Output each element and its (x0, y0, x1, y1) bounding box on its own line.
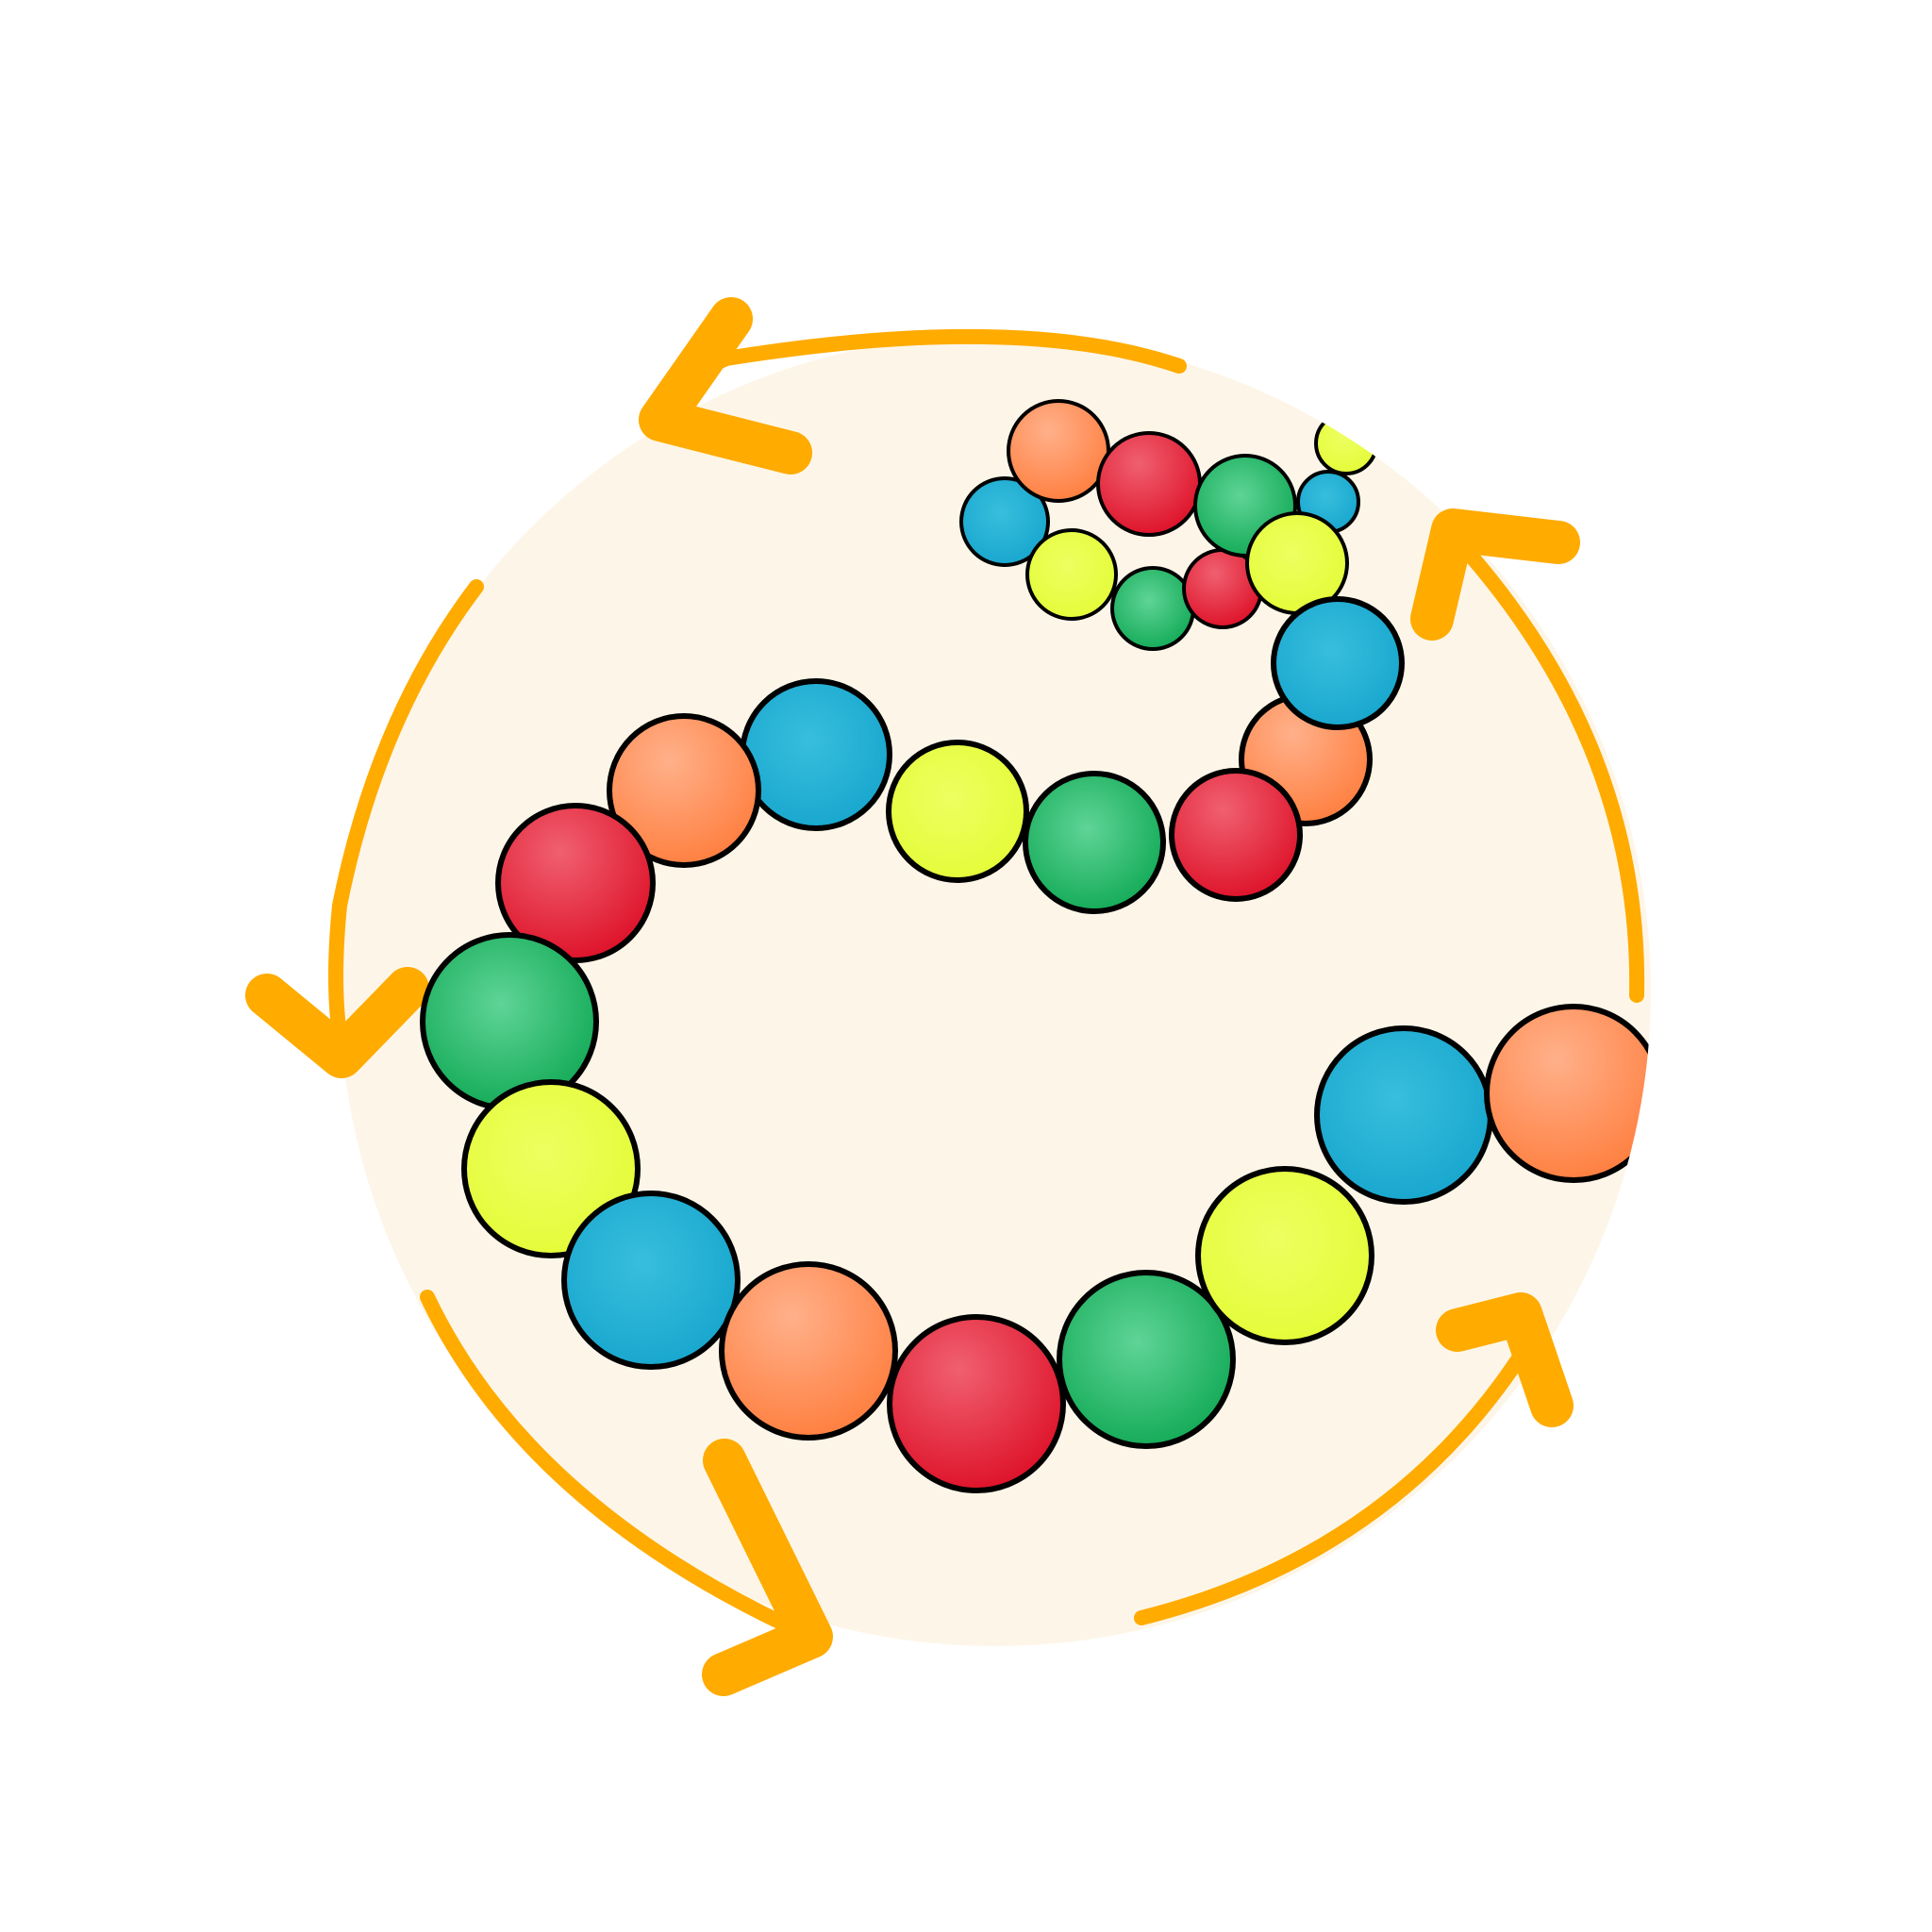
bead-blue (1271, 596, 1405, 730)
arrow-arc (328, 579, 484, 1069)
cycle-arrows (245, 297, 1645, 1696)
bead-blue (959, 476, 1050, 567)
bead-strand (420, 596, 1651, 1493)
bead-red (1169, 768, 1303, 902)
cycle-arrow (245, 579, 484, 1078)
arrow-arc (420, 1290, 819, 1644)
bead-green (1110, 566, 1195, 651)
bead-blue (561, 1191, 741, 1370)
arrow-head (245, 967, 429, 1078)
bead-yellow (886, 740, 1029, 883)
cycle-arrow (1410, 508, 1645, 1003)
bead-orange (1007, 399, 1110, 503)
bead-blue (1314, 1025, 1493, 1205)
arrow-head (702, 1439, 833, 1696)
cycle-arrow (1134, 1292, 1574, 1625)
arrow-head (1436, 1292, 1574, 1427)
bead-red (495, 803, 656, 963)
bead-orange (719, 1261, 898, 1441)
arrow-arc (1134, 1351, 1526, 1625)
bead-orange (1484, 1004, 1651, 1183)
bead-green (1023, 771, 1166, 914)
bead-yellow (1195, 1166, 1374, 1345)
coiled-bead-cluster (959, 399, 1378, 651)
arrow-head (1410, 508, 1580, 641)
cycle-arrow (639, 297, 1187, 475)
bead-red (1096, 431, 1202, 537)
bead-orange (607, 713, 761, 868)
bead-yellow (1025, 528, 1118, 621)
bead-yellow (1314, 411, 1378, 475)
bead-green (1057, 1270, 1236, 1449)
bead-red (887, 1314, 1066, 1493)
arrow-head (639, 297, 812, 475)
cycle-arrow (420, 1290, 833, 1696)
bead-blue (740, 678, 892, 831)
